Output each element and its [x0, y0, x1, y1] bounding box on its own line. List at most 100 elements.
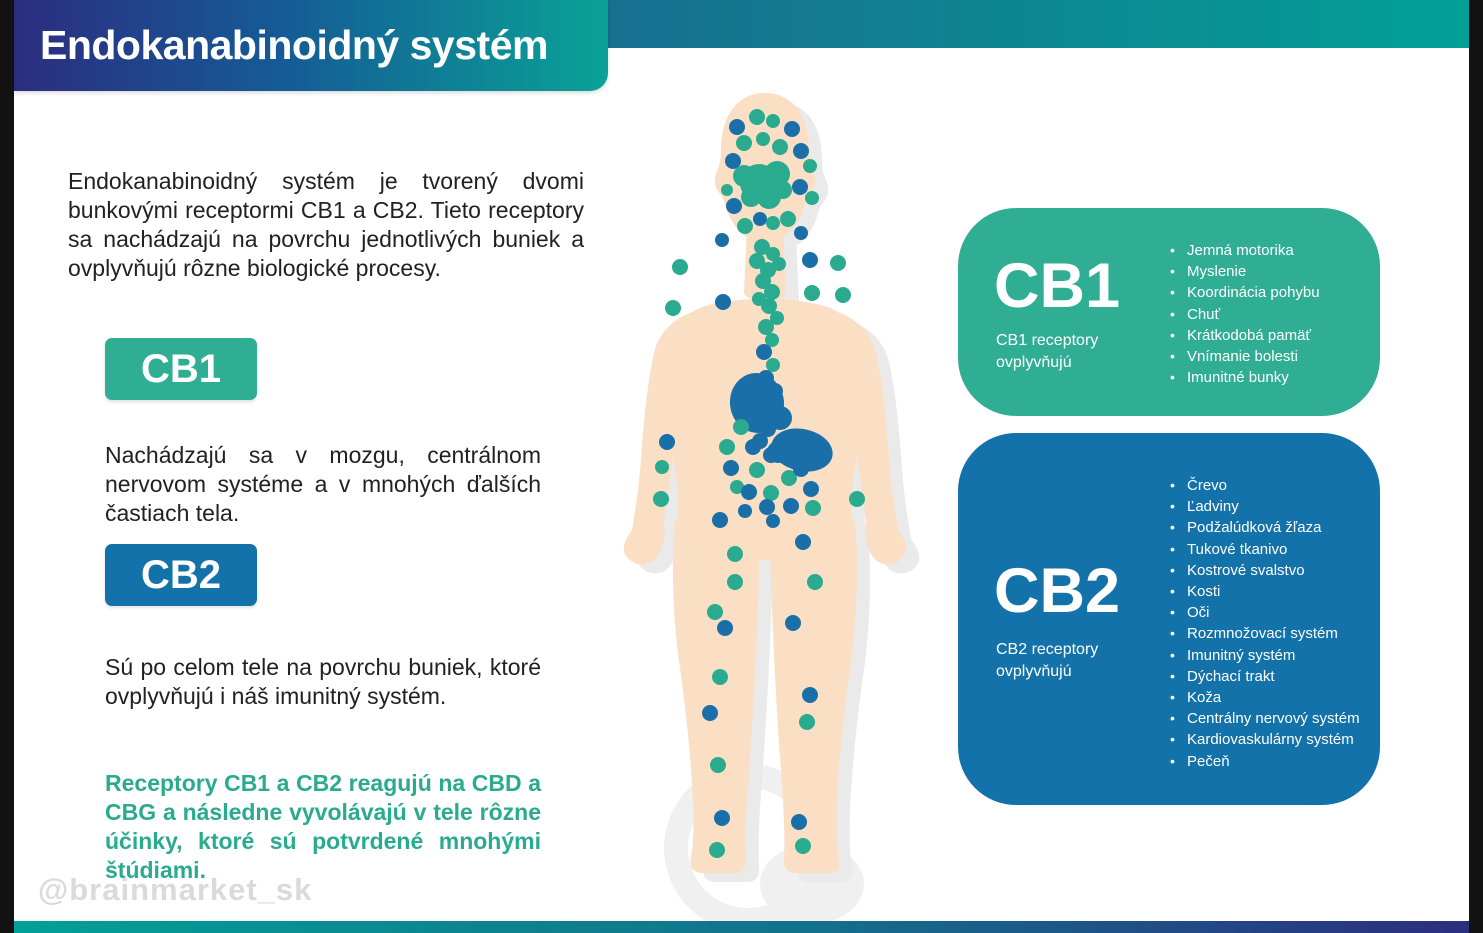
- list-item: Podžalúdková žľaza: [1170, 517, 1360, 538]
- receptor-dot: [726, 198, 742, 214]
- receptor-dot: [717, 620, 733, 636]
- cb2-card-title: CB2: [994, 556, 1121, 626]
- receptor-dot: [765, 333, 779, 347]
- list-item: Koordinácia pohybu: [1170, 282, 1320, 303]
- receptor-dot: [727, 546, 743, 562]
- receptor-dot: [729, 119, 745, 135]
- receptor-dot: [756, 132, 770, 146]
- receptor-dot: [795, 534, 811, 550]
- receptor-dots: [653, 109, 865, 858]
- receptor-dot: [761, 298, 777, 314]
- receptor-dot: [723, 460, 739, 476]
- cb2-badge-label: CB2: [140, 552, 222, 597]
- receptor-dot: [766, 358, 780, 372]
- receptor-dot: [754, 239, 770, 255]
- cb1-description: Nachádzajú sa v mozgu, centrálnom nervov…: [105, 442, 541, 526]
- cb1-badge-label: CB1: [140, 346, 222, 391]
- list-item: Pečeň: [1170, 751, 1360, 772]
- receptor-dot: [805, 500, 821, 516]
- receptor-dot: [733, 165, 755, 187]
- receptor-dot: [712, 669, 728, 685]
- list-item: Jemná motorika: [1170, 240, 1320, 261]
- list-item: Rozmnožovací systém: [1170, 623, 1360, 644]
- receptor-dot: [802, 687, 818, 703]
- receptor-dot: [766, 514, 780, 528]
- receptor-dot: [725, 153, 741, 169]
- receptor-dot: [741, 187, 761, 207]
- receptor-dot: [737, 218, 753, 234]
- receptor-dot: [755, 273, 771, 289]
- human-figure: [623, 93, 907, 873]
- list-item: Imunitné bunky: [1170, 367, 1320, 388]
- receptor-dot: [733, 419, 749, 435]
- receptor-dot: [672, 259, 688, 275]
- right-edge-strip: [1469, 0, 1483, 933]
- receptor-dot: [803, 159, 817, 173]
- receptor-dot: [665, 300, 681, 316]
- receptor-dot: [772, 139, 788, 155]
- cb2-effects-list: ČrevoĽadvinyPodžalúdková žľazaTukové tka…: [1170, 475, 1360, 772]
- receptor-dot: [709, 842, 725, 858]
- receptor-dot: [804, 285, 820, 301]
- receptor-dot: [710, 757, 726, 773]
- receptor-dot: [784, 121, 800, 137]
- receptor-dot: [702, 705, 718, 721]
- receptor-dot: [712, 512, 728, 528]
- list-item: Imunitný systém: [1170, 645, 1360, 666]
- receptor-dot: [767, 383, 783, 399]
- receptor-dot: [795, 838, 811, 854]
- receptor-dot: [770, 311, 784, 325]
- list-item: Oči: [1170, 602, 1360, 623]
- receptor-dot: [741, 484, 757, 500]
- cb2-card-subtitle: CB2 receptory ovplyvňujú: [996, 641, 1099, 680]
- receptor-dot: [780, 211, 796, 227]
- receptor-dot: [753, 212, 767, 226]
- receptor-dot: [803, 481, 819, 497]
- receptor-dot: [763, 447, 779, 463]
- receptor-dot: [758, 370, 774, 386]
- title-banner: Endokanabinoidný systém: [14, 0, 608, 91]
- receptor-dot: [835, 287, 851, 303]
- receptor-dot: [849, 491, 865, 507]
- receptor-dot: [785, 615, 801, 631]
- receptor-dot: [772, 257, 786, 271]
- list-item: Kostrové svalstvo: [1170, 560, 1360, 581]
- list-item: Kardiovaskulárny systém: [1170, 729, 1360, 750]
- cb1-card-subtitle: CB1 receptory ovplyvňujú: [996, 332, 1099, 371]
- receptor-dot: [799, 714, 815, 730]
- receptor-dot: [736, 135, 752, 151]
- cb1-effects-list: Jemná motorikaMyslenieKoordinácia pohybu…: [1170, 240, 1320, 389]
- receptor-dot: [802, 252, 818, 268]
- left-edge-strip: [0, 0, 14, 933]
- list-item: Koža: [1170, 687, 1360, 708]
- receptor-dot: [758, 319, 774, 335]
- watermark-text: @brainmarket_sk: [38, 872, 313, 907]
- receptor-dot: [807, 574, 823, 590]
- list-item: Kosti: [1170, 581, 1360, 602]
- receptor-dot: [805, 191, 819, 205]
- receptor-dot: [768, 408, 784, 424]
- receptor-dot: [730, 480, 744, 494]
- list-item: Chuť: [1170, 304, 1320, 325]
- receptor-dot: [721, 184, 733, 196]
- receptor-dot: [779, 433, 795, 449]
- receptor-dot: [763, 485, 779, 501]
- receptor-dot: [749, 253, 765, 269]
- receptor-dot: [707, 604, 723, 620]
- list-item: Dýchací trakt: [1170, 666, 1360, 687]
- receptor-dot: [766, 216, 780, 230]
- receptor-dot: [759, 499, 775, 515]
- receptor-dot: [791, 814, 807, 830]
- cb2-info-card: CB2 CB2 receptory ovplyvňujú ČrevoĽadvin…: [958, 433, 1380, 805]
- receptor-dot: [745, 439, 761, 455]
- receptor-dot: [792, 179, 808, 195]
- list-item: Tukové tkanivo: [1170, 539, 1360, 560]
- receptor-dot: [659, 434, 675, 450]
- receptor-dot: [764, 284, 780, 300]
- list-item: Myslenie: [1170, 261, 1320, 282]
- intro-paragraph: Endokanabinoidný systém je tvorený dvomi…: [68, 168, 584, 281]
- cb1-info-card: CB1 CB1 receptory ovplyvňujú Jemná motor…: [958, 208, 1380, 416]
- cb2-description: Sú po celom tele na povrchu buniek, ktor…: [105, 654, 541, 709]
- receptor-dot: [653, 491, 669, 507]
